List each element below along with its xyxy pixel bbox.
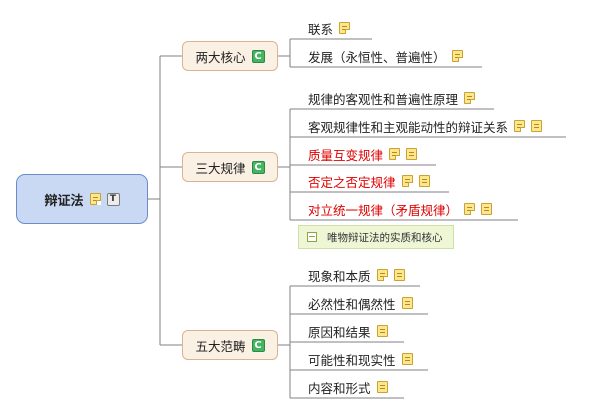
note-icon[interactable] (464, 203, 476, 215)
note-icon[interactable] (531, 120, 543, 132)
note-icon[interactable] (376, 381, 388, 393)
leaf-label: 联系 (308, 21, 334, 37)
note-icon[interactable] (393, 269, 405, 281)
c-icon[interactable]: C (251, 338, 265, 352)
c-icon[interactable]: C (251, 49, 265, 63)
leaf-label: 内容和形式 (308, 380, 371, 396)
note-icon[interactable] (89, 193, 101, 205)
leaf-node[interactable]: 内容和形式 (308, 376, 388, 398)
c-icon[interactable]: C (251, 160, 265, 174)
leaf-node[interactable]: 必然性和偶然性 (308, 292, 413, 314)
note-icon[interactable] (418, 175, 430, 187)
callout-label: 唯物辩证法的实质和核心 (327, 231, 443, 244)
leaf-node[interactable]: 对立统一规律（矛盾规律） (308, 198, 493, 220)
root-label: 辩证法 (44, 193, 84, 209)
leaf-label: 现象和本质 (308, 268, 371, 284)
leaf-label: 对立统一规律（矛盾规律） (308, 202, 459, 218)
leaf-label: 质量互变规律 (308, 147, 384, 163)
leaf-node[interactable]: 规律的客观性和普遍性原理 (308, 87, 476, 109)
leaf-node[interactable]: 联系 (308, 17, 351, 39)
note-icon[interactable] (401, 353, 413, 365)
note-icon[interactable] (401, 175, 413, 187)
callout-icon (307, 232, 317, 242)
leaf-label: 否定之否定规律 (308, 174, 396, 190)
leaf-label: 客观规律性和主观能动性的辩证关系 (308, 119, 509, 135)
callout-note[interactable]: 唯物辩证法的实质和核心 (298, 225, 454, 249)
leaf-label: 必然性和偶然性 (308, 296, 396, 312)
note-icon[interactable] (389, 148, 401, 160)
note-icon[interactable] (451, 50, 463, 62)
leaf-label: 规律的客观性和普遍性原理 (308, 91, 459, 107)
note-icon[interactable] (406, 148, 418, 160)
leaf-node[interactable]: 发展（永恒性、普遍性） (308, 45, 463, 67)
leaf-node[interactable]: 质量互变规律 (308, 143, 418, 165)
branch-node-categories[interactable]: 五大范畴 C (182, 330, 278, 360)
note-icon[interactable] (339, 22, 351, 34)
leaf-label: 发展（永恒性、普遍性） (308, 49, 446, 65)
leaf-label: 原因和结果 (308, 324, 371, 340)
leaf-label: 可能性和现实性 (308, 352, 396, 368)
branch-label: 两大核心 (195, 49, 246, 65)
leaf-node[interactable]: 客观规律性和主观能动性的辩证关系 (308, 115, 543, 137)
note-icon[interactable] (481, 203, 493, 215)
branch-node-core[interactable]: 两大核心 C (182, 41, 278, 71)
note-icon[interactable] (514, 120, 526, 132)
text-icon[interactable]: T (106, 192, 120, 206)
branch-label: 三大规律 (195, 160, 246, 176)
note-icon[interactable] (376, 325, 388, 337)
root-node[interactable]: 辩证法 T (16, 174, 148, 224)
note-icon[interactable] (376, 269, 388, 281)
note-icon[interactable] (464, 92, 476, 104)
leaf-node[interactable]: 原因和结果 (308, 320, 388, 342)
leaf-node[interactable]: 可能性和现实性 (308, 348, 413, 370)
leaf-node[interactable]: 现象和本质 (308, 264, 405, 286)
branch-node-laws[interactable]: 三大规律 C (182, 152, 278, 182)
branch-label: 五大范畴 (195, 338, 246, 354)
note-icon[interactable] (401, 297, 413, 309)
leaf-node[interactable]: 否定之否定规律 (308, 170, 430, 192)
